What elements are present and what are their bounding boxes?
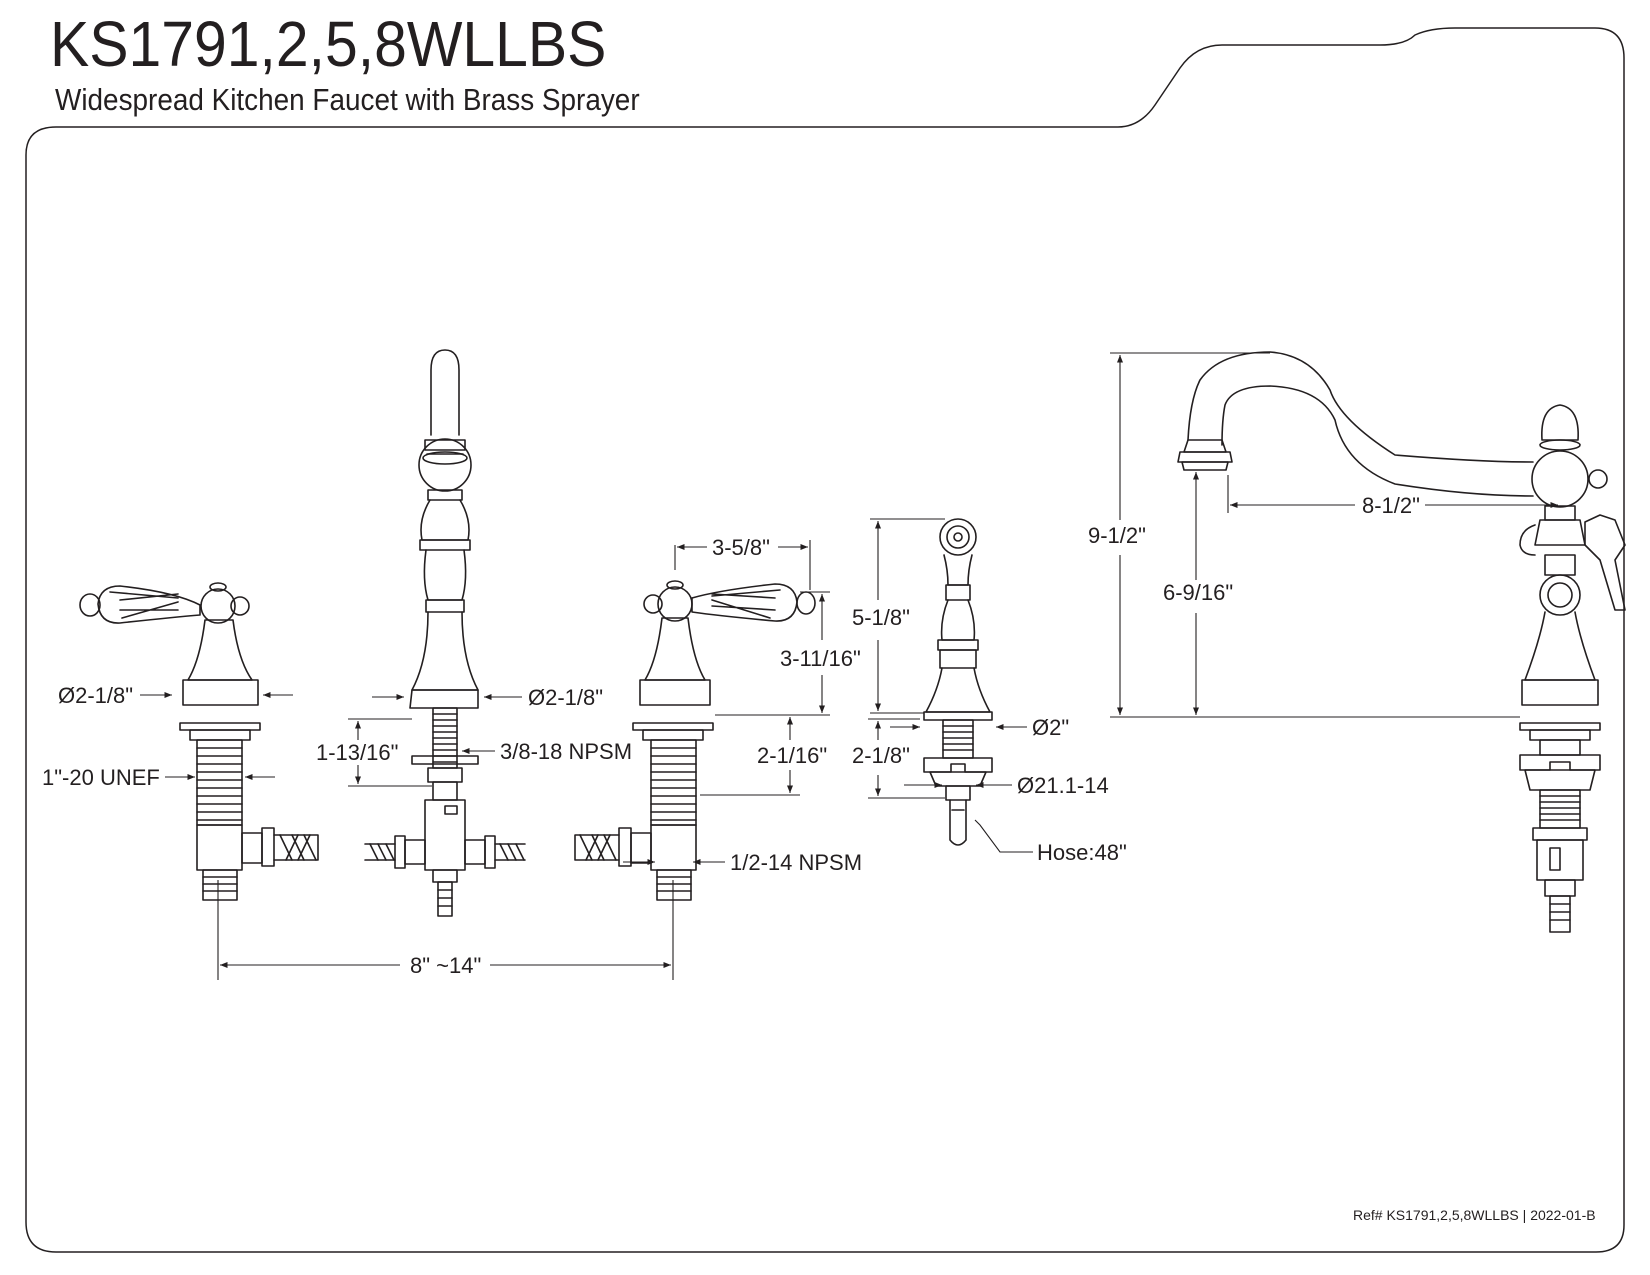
label-sprayer-height: 5-1/8" xyxy=(852,605,910,630)
label-spout-reach: 8-1/2" xyxy=(1362,493,1420,518)
left-handle-valve xyxy=(79,582,319,901)
right-handle-valve xyxy=(574,580,816,901)
label-sprayer-thread: Ø21.1-14 xyxy=(1017,773,1109,798)
faucet-side-view xyxy=(1177,351,1626,933)
label-spout-shank-length: 1-13/16" xyxy=(316,740,398,765)
label-handle-thread: 1"-20 UNEF xyxy=(42,765,160,790)
label-spread: 8" ~14" xyxy=(410,953,481,978)
label-sprayer-shank-length: 2-1/8" xyxy=(852,743,910,768)
dimension-lines xyxy=(140,352,1558,980)
label-spout-clearance: 6-9/16" xyxy=(1163,580,1233,605)
label-valve-thread: 1/2-14 NPSM xyxy=(730,850,862,875)
label-spout-thread: 3/8-18 NPSM xyxy=(500,739,632,764)
label-handle-shank-length: 2-1/16" xyxy=(757,743,827,768)
label-handle-reach: 3-5/8" xyxy=(712,535,770,560)
label-spout-base-diameter: Ø2-1/8" xyxy=(528,685,603,710)
sheet-border xyxy=(25,27,1625,1253)
reference-number: Ref# KS1791,2,5,8WLLBS | 2022-01-B xyxy=(1353,1207,1596,1223)
right-lever xyxy=(691,583,798,622)
center-spout-front xyxy=(364,349,526,917)
label-handle-diameter-left: Ø2-1/8" xyxy=(58,683,133,708)
label-hose-length: Hose:48" xyxy=(1037,840,1127,865)
page-title: KS1791,2,5,8WLLBS xyxy=(50,8,607,80)
label-handle-height: 3-11/16" xyxy=(780,646,861,671)
left-lever xyxy=(97,585,201,624)
dimension-labels: Ø2-1/8" 1"-20 UNEF 8" ~14" Ø2-1/8" 1-13/… xyxy=(42,493,1420,978)
page-subtitle: Widespread Kitchen Faucet with Brass Spr… xyxy=(55,82,640,117)
side-sprayer xyxy=(923,518,993,846)
label-overall-height: 9-1/2" xyxy=(1088,523,1146,548)
label-sprayer-base-diameter: Ø2" xyxy=(1032,715,1069,740)
